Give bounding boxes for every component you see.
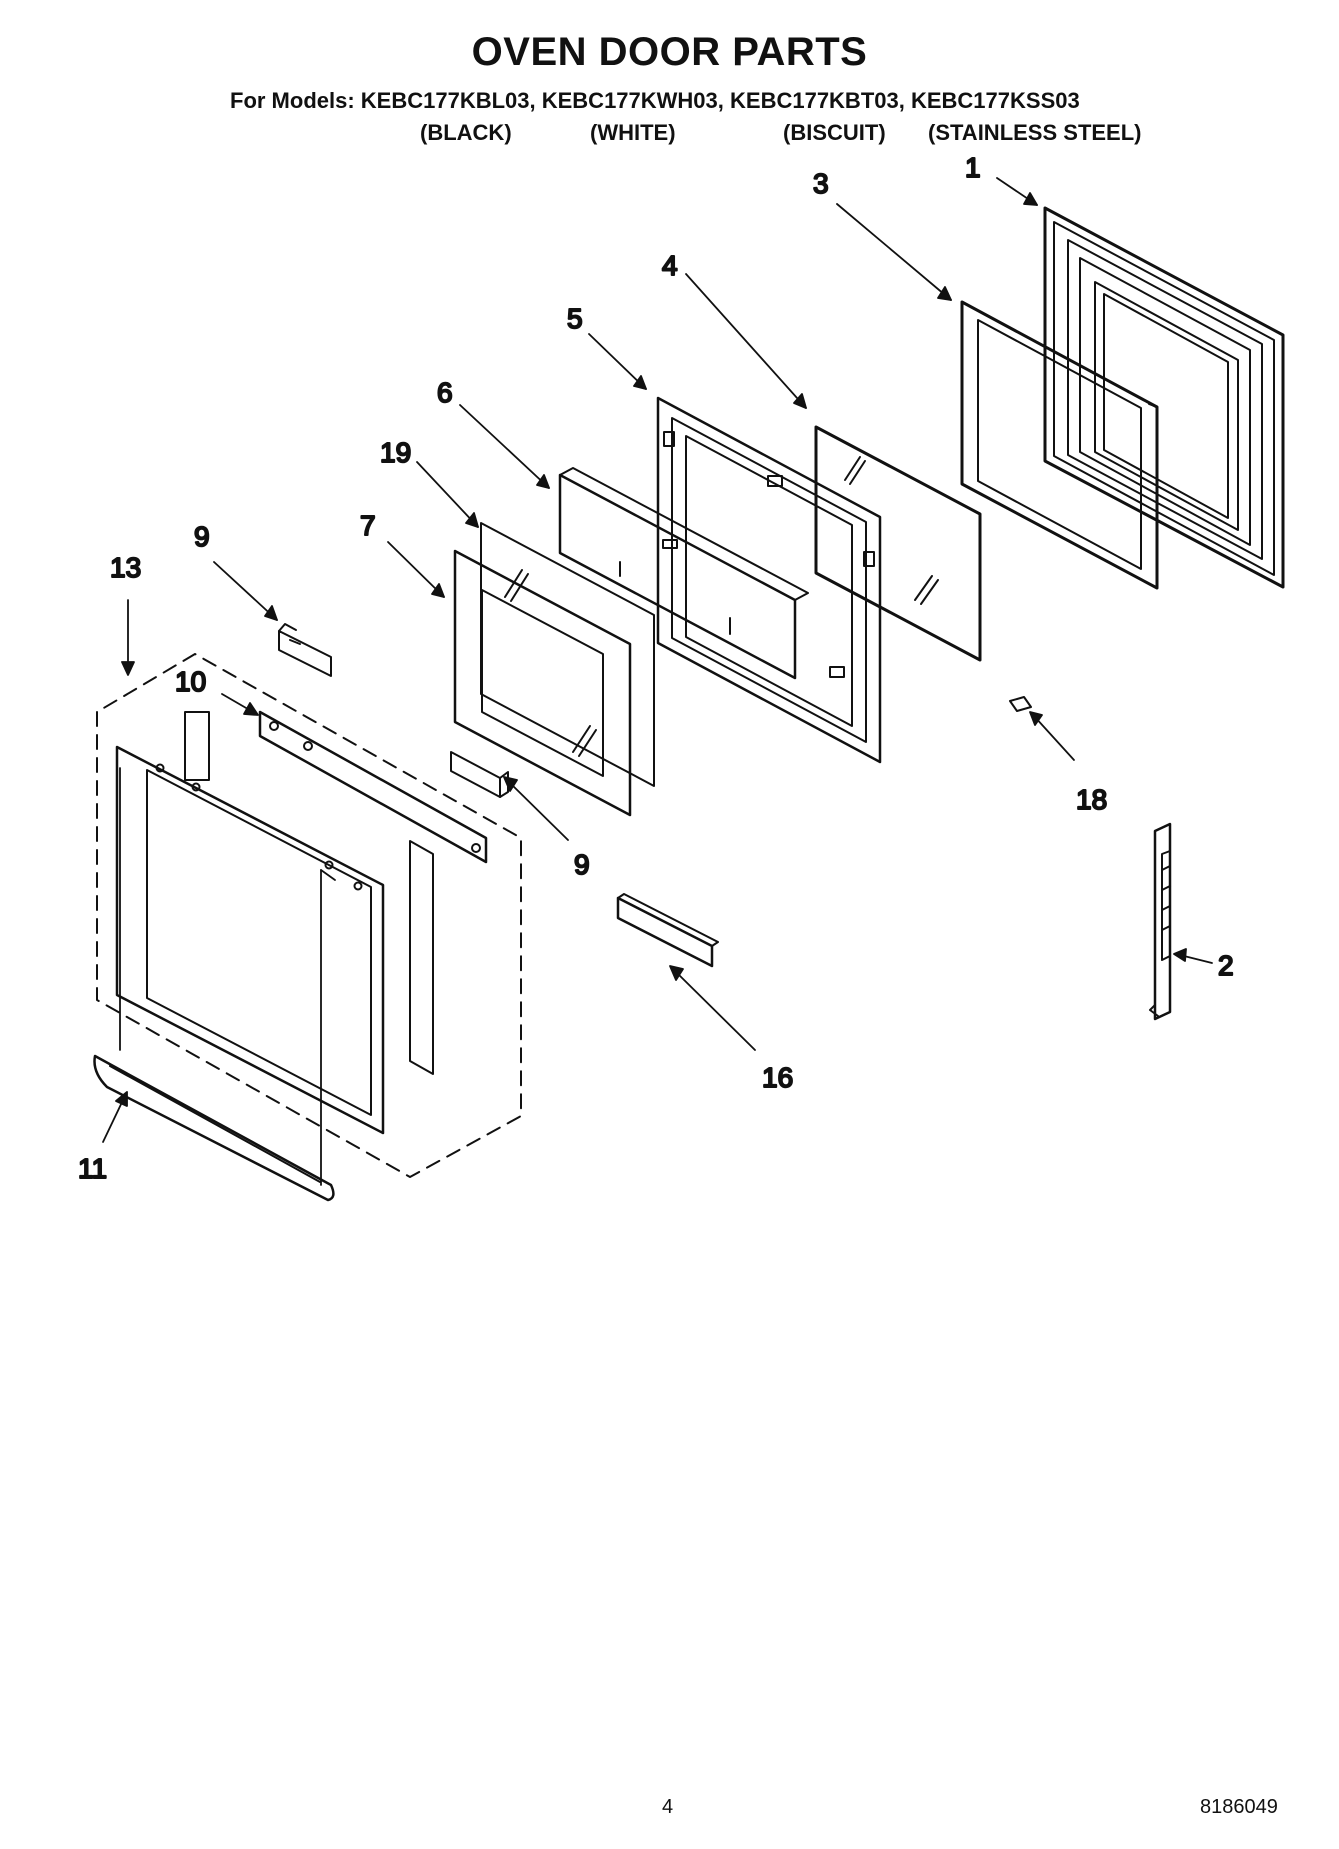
page-number: 4	[662, 1796, 674, 1818]
variant-white: (WHITE)	[590, 120, 676, 145]
variant-black: (BLACK)	[420, 120, 512, 145]
part-door-hinge	[1149, 822, 1172, 1021]
label-part-3: 3	[813, 168, 829, 199]
part-door-frame	[960, 300, 1159, 590]
variant-biscuit: (BISCUIT)	[783, 120, 886, 145]
part-handle-trim	[93, 1054, 335, 1202]
part-trim-strip	[616, 893, 719, 968]
label-part-18: 18	[1076, 784, 1107, 815]
part-hinge-bracket-upper	[278, 623, 332, 677]
label-part-11: 11	[78, 1153, 107, 1184]
part-inner-door-liner	[656, 396, 882, 764]
part-hinge-bracket-lower	[450, 751, 509, 798]
variant-stainless-steel: (STAINLESS STEEL)	[928, 120, 1142, 145]
label-part-9-upper: 9	[194, 521, 210, 552]
label-part-2: 2	[1218, 950, 1234, 981]
part-window-glass	[453, 549, 632, 817]
label-part-13: 13	[110, 552, 141, 583]
label-part-6: 6	[437, 377, 453, 408]
part-baffle	[558, 467, 809, 680]
leader-lines-door-assembly	[119, 767, 336, 1186]
part-vertical-strip-left	[184, 711, 210, 781]
part-door-assembly-outline	[96, 653, 522, 1178]
label-part-16: 16	[762, 1062, 793, 1093]
part-vertical-strip-right	[409, 840, 434, 1075]
part-clip	[1009, 696, 1032, 712]
label-part-19: 19	[380, 437, 411, 468]
part-glass-19	[480, 522, 655, 787]
page-title: OVEN DOOR PARTS	[471, 30, 868, 74]
part-outer-door-panel	[1043, 206, 1285, 589]
part-inner-glass	[814, 425, 982, 662]
part-outer-glass-panel	[115, 745, 385, 1135]
label-part-5: 5	[567, 303, 583, 334]
part-bracket-bar	[258, 710, 488, 864]
callout-arrows	[102, 177, 1213, 1143]
label-part-1: 1	[965, 152, 981, 183]
models-line: For Models: KEBC177KBL03, KEBC177KWH03, …	[230, 88, 1080, 113]
label-part-9-lower: 9	[574, 849, 590, 880]
label-part-4: 4	[662, 250, 678, 281]
label-part-7: 7	[360, 510, 376, 541]
label-part-10: 10	[175, 666, 206, 697]
document-number: 8186049	[1200, 1796, 1278, 1818]
